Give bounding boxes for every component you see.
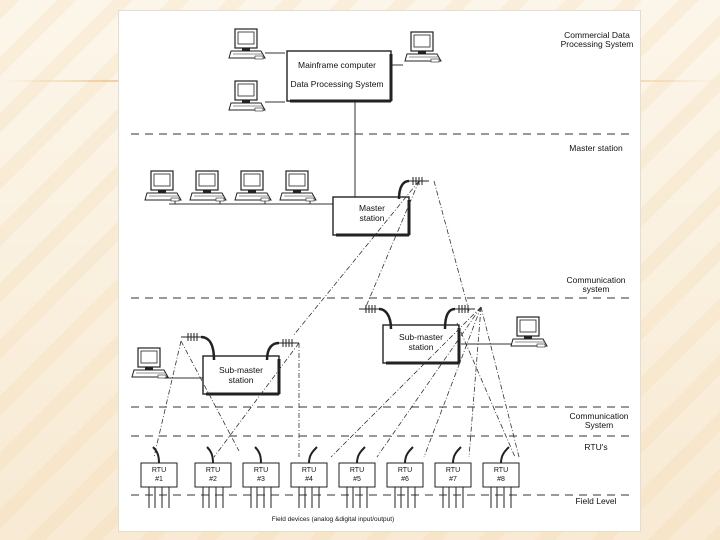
level-label: Commercial Data [564,30,630,40]
rtu-name: RTU [350,467,364,474]
rtu-number: #3 [257,476,265,483]
mainframe-title: Mainframe computer [298,60,376,70]
submaster-left-label: Sub-master [219,365,263,375]
computer-terminal-icon [228,28,266,60]
rtu-unit: RTU #2 [194,446,232,508]
mainframe-computer: Mainframe computer Data Processing Syste… [286,50,393,103]
computer-terminal-icon [279,170,317,202]
antenna-icon [265,338,300,361]
rtu-unit: RTU #4 [290,446,328,508]
antenna-icon [397,176,430,200]
mainframe-subtitle: Data Processing System [290,79,383,89]
computer-terminal-icon [131,347,169,379]
rtu-number: #8 [497,476,505,483]
level-label: System [585,420,613,430]
rtu-unit: RTU #5 [338,446,376,508]
rtu-number: #1 [155,476,163,483]
submaster-left-label: station [228,375,253,385]
field-devices-caption: Field devices (analog &digital input/out… [272,516,395,523]
rtu-number: #6 [401,476,409,483]
wired-links [164,52,513,379]
rtu-name: RTU [302,467,316,474]
level-label: Field Level [575,496,616,506]
rtu-name: RTU [152,467,166,474]
master-station-label: station [359,213,384,223]
level-label: Communication [569,411,628,421]
master-station-label: Master [359,203,385,213]
level-label: Master station [569,143,623,153]
submaster-right-label: station [408,342,433,352]
computer-terminal-icon [189,170,227,202]
level-label: RTU's [584,442,607,452]
rtu-row: RTU #1 RTU #2 RTU #3 RTU #4 [140,446,520,508]
rtu-number: #5 [353,476,361,483]
antenna-icon [180,332,216,361]
computer-terminal-icon [144,170,182,202]
level-label: system [583,284,610,294]
level-label: Communication [566,275,625,285]
submaster-station-left: Sub-master station [202,355,281,396]
rtu-unit: RTU #8 [482,446,520,508]
rtu-name: RTU [254,467,268,474]
rtu-number: #4 [305,476,313,483]
rtu-unit: RTU #3 [242,446,280,508]
antenna-icon [443,304,476,330]
rtu-name: RTU [494,467,508,474]
antenna-icon [358,304,393,330]
rtu-unit: RTU #7 [434,446,472,508]
computer-terminal-icon [234,170,272,202]
master-station: Master station [332,196,411,237]
computer-terminal-icon [510,316,548,348]
computer-terminal-icon [404,31,442,63]
rtu-number: #7 [449,476,457,483]
diagram-slide: Commercial Data Processing System Master… [118,10,641,532]
computer-terminal-icon [228,80,266,112]
rtu-number: #2 [209,476,217,483]
level-labels: Commercial Data Processing System Master… [561,30,634,506]
rtu-unit: RTU #6 [386,446,424,508]
radio-links [153,180,520,458]
rtu-name: RTU [398,467,412,474]
scada-diagram: Commercial Data Processing System Master… [131,28,634,523]
level-label: Processing System [561,39,634,49]
rtu-name: RTU [206,467,220,474]
submaster-right-label: Sub-master [399,332,443,342]
submaster-station-right: Sub-master station [382,324,461,365]
rtu-unit: RTU #1 [140,446,178,508]
rtu-name: RTU [446,467,460,474]
